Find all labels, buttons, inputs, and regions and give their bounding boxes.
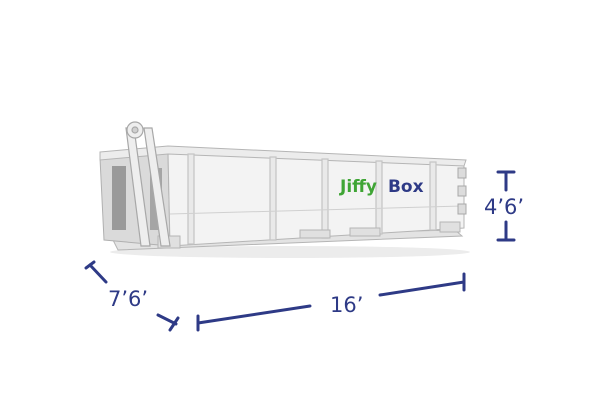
rib (269, 156, 277, 241)
width-line-lower (156, 313, 178, 326)
hook-eye-inner (131, 126, 139, 134)
brand-logo: Jiffy Box (339, 177, 424, 197)
brand-word-box: Box (388, 177, 424, 197)
brand-word-jiffy: Jiffy (339, 177, 377, 197)
rib (429, 161, 437, 231)
rear-bracket (457, 167, 467, 179)
rib (321, 158, 329, 239)
height-dimension (496, 170, 516, 242)
bumper (349, 227, 381, 237)
hook-arm-back (143, 127, 171, 247)
length-dimension (196, 272, 466, 332)
rib (375, 160, 383, 235)
width-line-upper (88, 263, 108, 284)
end-face-panel (112, 166, 126, 230)
container-top-rim (99, 145, 467, 167)
hook-lift-bracket (125, 121, 171, 247)
length-line-right (378, 280, 466, 297)
length-line-left (196, 304, 312, 325)
width-label: 7’6’ (108, 287, 148, 311)
roll-off-container: Jiffy Box (99, 121, 470, 258)
width-tick-bottom (168, 316, 180, 332)
rear-bracket (457, 185, 467, 197)
width-dimension (84, 260, 180, 332)
length-label: 16’ (330, 293, 363, 317)
rib (187, 153, 195, 245)
bumper (299, 229, 331, 239)
rear-bracket (457, 203, 467, 215)
ground-shadow (110, 246, 470, 258)
bumper (439, 221, 461, 233)
side-mid-line (169, 205, 463, 215)
rear-hardware (457, 167, 467, 215)
height-label: 4’6’ (484, 195, 524, 219)
